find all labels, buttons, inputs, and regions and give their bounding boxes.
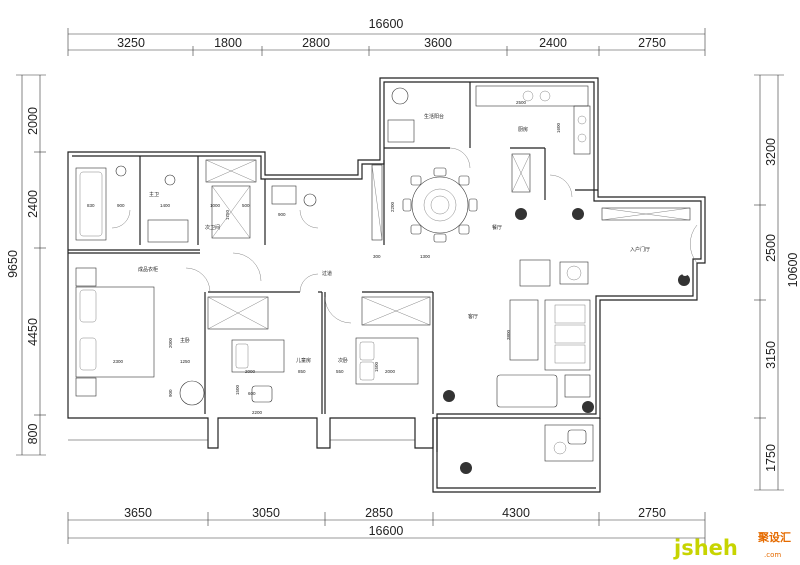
top-dim-3: 2800 [302, 36, 330, 50]
bottom-dim-2: 3050 [252, 506, 280, 520]
inner-dim-850: 850 [298, 369, 306, 374]
logo-chinese: 聚设汇 [757, 530, 791, 544]
room-labels: 主卫 次卫间 成品衣柜 主卧 过道 儿童房 次卧 客厅 餐厅 厨房 生活阳台 入… [138, 113, 650, 364]
top-dim-2: 1800 [214, 36, 242, 50]
inner-dim-900b: 900 [278, 212, 286, 217]
bottom-dim-4: 4300 [502, 506, 530, 520]
top-dim-1: 3250 [117, 36, 145, 50]
left-dim-1: 2000 [26, 107, 40, 135]
inner-dim-900c: 900 [168, 389, 173, 397]
left-dim-3: 4450 [26, 318, 40, 346]
inner-dim-2500: 2500 [516, 100, 527, 105]
top-dim-6: 2750 [638, 36, 666, 50]
inner-dim-1250: 1250 [180, 359, 191, 364]
inner-dim-600: 600 [248, 391, 256, 396]
inner-dim-1600: 1600 [556, 122, 561, 133]
inner-dim-1300: 1300 [420, 254, 431, 259]
room-label-utility-balcony: 生活阳台 [424, 113, 444, 120]
logo-suffix: .com [764, 551, 781, 559]
bottom-dimension-chain: 3650 3050 2850 4300 2750 16600 [67, 506, 706, 544]
logo-wordmark: jsheh [673, 536, 738, 560]
top-dim-4: 3600 [424, 36, 452, 50]
bottom-dim-1: 3650 [124, 506, 152, 520]
room-label-hallway: 过道 [322, 270, 332, 277]
plants [443, 208, 690, 474]
right-dim-3: 3150 [764, 341, 778, 369]
bottom-dim-3: 2850 [365, 506, 393, 520]
top-total-dimension: 16600 [369, 17, 404, 31]
room-label-kitchen: 厨房 [518, 126, 528, 133]
inner-dim-1500: 1500 [374, 361, 379, 372]
inner-dim-2000c: 2000 [385, 369, 396, 374]
inner-dim-2200: 2200 [252, 410, 263, 415]
inner-dim-500: 500 [242, 203, 250, 208]
furniture [75, 85, 698, 462]
inner-dimensions: 900 1400 1000 900 500 830 1750 2000 2300… [87, 100, 561, 415]
room-label-living-room: 客厅 [468, 313, 478, 320]
room-label-kids-room: 儿童房 [296, 357, 311, 364]
top-dimension-chain: 16600 3250 1800 2800 3600 2400 2750 [67, 17, 706, 56]
inner-dim-2000b: 2000 [245, 369, 256, 374]
inner-dim-2000a: 2000 [168, 337, 173, 348]
inner-dim-1400: 1400 [160, 203, 171, 208]
room-label-master-bedroom: 主卧 [180, 337, 190, 344]
right-total-dimension: 10600 [786, 253, 800, 288]
right-dim-2: 2500 [764, 234, 778, 262]
bottom-total-dimension: 16600 [369, 524, 404, 538]
inner-dim-1500b: 1500 [235, 384, 240, 395]
inner-dim-2300: 2300 [113, 359, 124, 364]
walls [67, 77, 706, 493]
site-logo: jsheh 聚设汇 .com [673, 530, 791, 560]
right-dimension-chain: 3200 2500 3150 1750 10600 [754, 74, 800, 491]
left-dimension-chain: 9650 2000 2400 4450 800 [6, 74, 46, 456]
inner-dim-1000: 1000 [210, 203, 221, 208]
room-label-entrance: 入户门厅 [630, 246, 650, 253]
inner-dim-1750: 1750 [225, 209, 230, 220]
inner-dim-900a: 900 [117, 203, 125, 208]
inner-dim-3800: 3800 [506, 329, 511, 340]
top-dim-5: 2400 [539, 36, 567, 50]
room-label-second-bedroom: 次卧 [338, 357, 348, 364]
left-total-dimension: 9650 [6, 250, 20, 278]
inner-dim-2200b: 2200 [390, 201, 395, 212]
left-dim-4: 800 [26, 424, 40, 445]
inner-dim-830: 830 [87, 203, 95, 208]
right-dim-1: 3200 [764, 138, 778, 166]
room-label-master-bath: 主卫 [149, 191, 159, 198]
room-label-wardrobe: 成品衣柜 [138, 266, 158, 273]
right-dim-4: 1750 [764, 444, 778, 472]
bottom-dim-5: 2750 [638, 506, 666, 520]
left-dim-2: 2400 [26, 190, 40, 218]
room-label-dining-room: 餐厅 [492, 224, 502, 231]
room-label-guest-bath: 次卫间 [205, 224, 220, 231]
inner-dim-300: 300 [373, 254, 381, 259]
inner-dim-550: 550 [336, 369, 344, 374]
